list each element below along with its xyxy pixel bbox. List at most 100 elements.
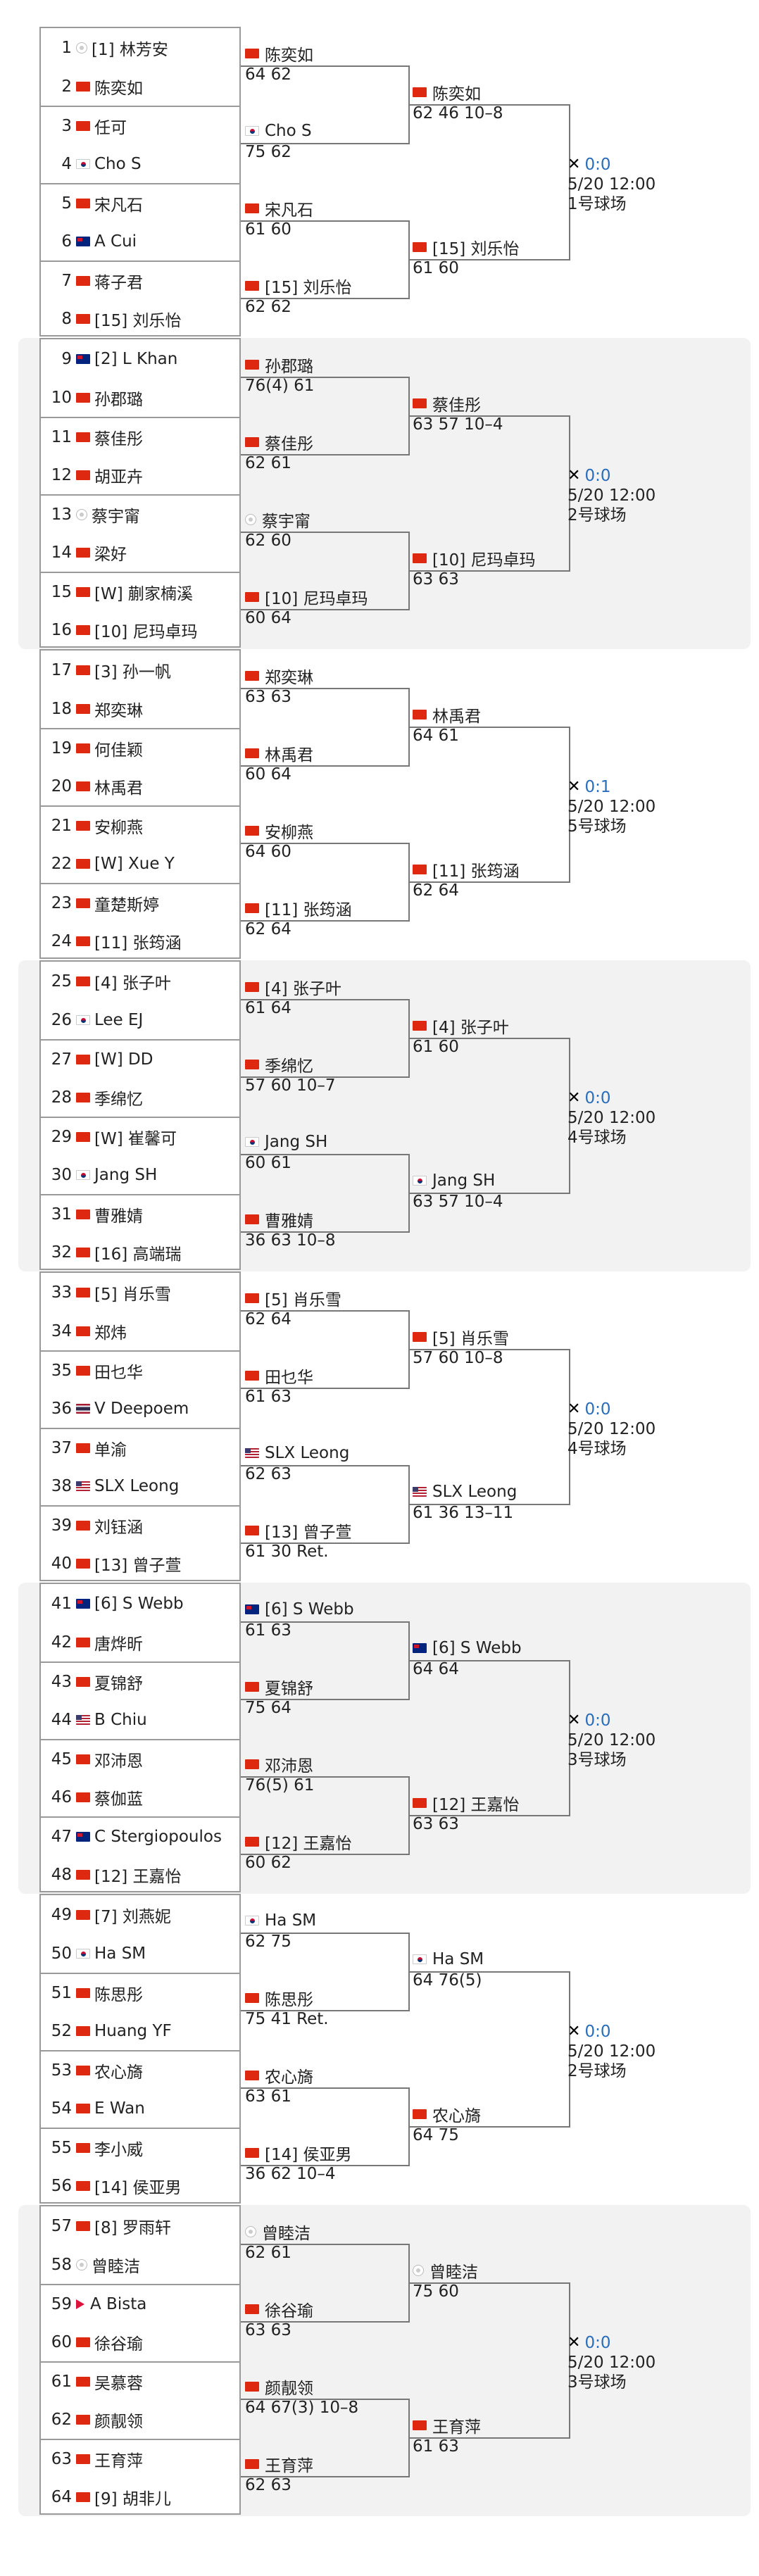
head-to-head[interactable]: ✕0:1 (567, 777, 744, 797)
entrant-row[interactable]: 9[2] L Khan (41, 339, 239, 378)
head-to-head[interactable]: ✕0:0 (567, 1400, 744, 1419)
entrant-row[interactable]: 8[15] 刘乐怡 (41, 299, 239, 338)
head-to-head[interactable]: ✕0:0 (567, 466, 744, 486)
entrant-row[interactable]: 64[9] 胡非儿 (41, 2477, 239, 2516)
entrant-row[interactable]: 33[5] 肖乐雪 (41, 1273, 239, 1312)
head-to-head[interactable]: ✕0:0 (567, 2333, 744, 2353)
entrant-row[interactable]: 16[10] 尼玛卓玛 (41, 610, 239, 649)
head-to-head[interactable]: ✕0:0 (567, 1088, 744, 1108)
entrant-row[interactable]: 25[4] 张子叶 (41, 962, 239, 1000)
entrant-row[interactable]: 49[7] 刘燕妮 (41, 1895, 239, 1934)
entrant-row[interactable]: 1[1] 林芳安 (41, 28, 239, 67)
head-to-head[interactable]: ✕0:0 (567, 2022, 744, 2042)
head-to-head[interactable]: ✕0:0 (567, 155, 744, 175)
entrant-row[interactable]: 32[16] 高端瑞 (41, 1233, 239, 1271)
entrant-row[interactable]: 41[6] S Webb (41, 1584, 239, 1623)
entrant-row[interactable]: 40[13] 曾子萱 (41, 1544, 239, 1583)
entrant-row[interactable]: 48[12] 王嘉怡 (41, 1855, 239, 1894)
entrant-row[interactable]: 24[11] 张筠涵 (41, 922, 239, 960)
entrant-row[interactable]: 27[W] DD (41, 1039, 239, 1078)
entrant-row[interactable]: 57[8] 罗雨轩 (41, 2206, 239, 2245)
entrant-row[interactable]: 56[14] 侯亚男 (41, 2166, 239, 2205)
head-to-head[interactable]: ✕0:0 (567, 1711, 744, 1730)
entrant-row[interactable]: 17[3] 孙一帆 (41, 651, 239, 689)
entrant-row[interactable]: 15[W] 蒯家楠溪 (41, 572, 239, 610)
